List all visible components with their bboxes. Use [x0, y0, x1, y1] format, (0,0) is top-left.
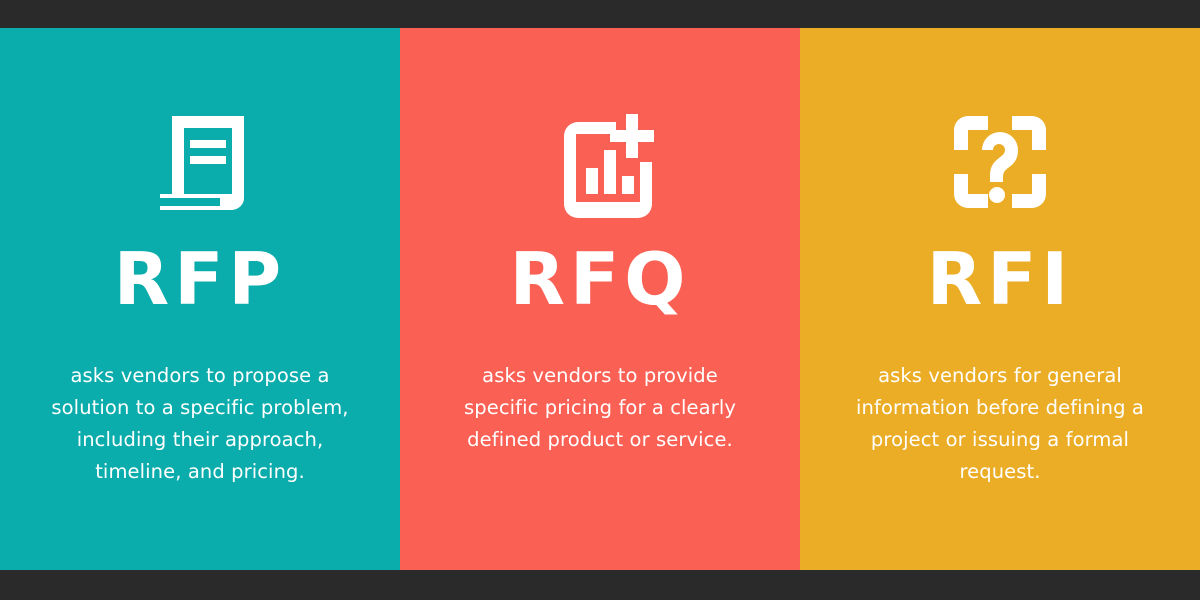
- panel-rfp[interactable]: RFP asks vendors to propose a solution t…: [0, 28, 400, 570]
- panel-title-rfi: RFI: [926, 237, 1074, 321]
- panel-rfi[interactable]: RFI asks vendors for general information…: [800, 28, 1200, 570]
- document-scroll-icon: [138, 100, 262, 224]
- panel-rfq[interactable]: RFQ asks vendors to provide specific pri…: [400, 28, 800, 570]
- panel-title-rfq: RFQ: [509, 237, 691, 321]
- bottom-frame-bar: [0, 570, 1200, 600]
- panel-title-rfp: RFP: [113, 237, 287, 321]
- top-frame-bar: [0, 0, 1200, 28]
- panel-description-rfi: asks vendors for general information bef…: [856, 364, 1144, 483]
- panel-row: RFP asks vendors to propose a solution t…: [0, 28, 1200, 570]
- panel-description-rfp: asks vendors to propose a solution to a …: [51, 364, 349, 483]
- question-mark-scan-icon: [938, 100, 1062, 224]
- panel-description-rfq: asks vendors to provide specific pricing…: [464, 364, 736, 451]
- bar-chart-plus-icon: [538, 100, 662, 224]
